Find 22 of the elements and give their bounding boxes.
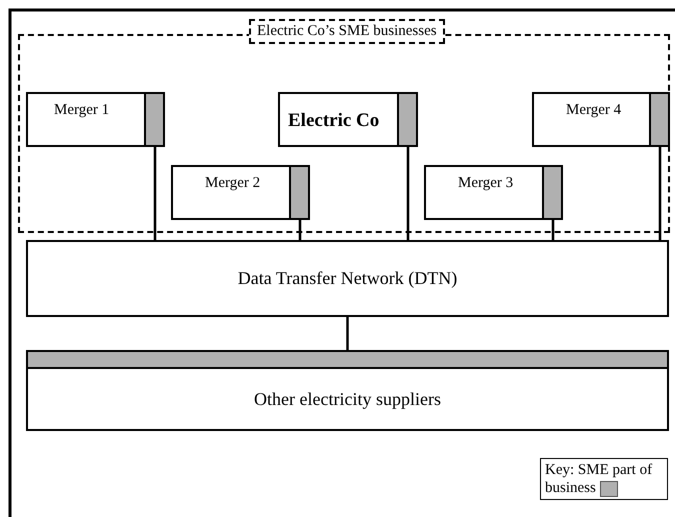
connector-line — [346, 317, 349, 350]
connector-line — [298, 220, 302, 240]
network-box — [26, 240, 669, 317]
supplier-box — [26, 350, 669, 431]
box-label: Data Transfer Network (DTN) — [238, 268, 458, 289]
box-label: Merger 4 — [566, 102, 622, 119]
connector-line — [552, 220, 554, 240]
connector-line — [658, 147, 662, 240]
box-label: Electric Co — [288, 110, 380, 132]
connector-line — [406, 147, 410, 240]
business-box — [171, 165, 310, 220]
business-box — [532, 92, 670, 147]
box-label: Merger 2 — [205, 175, 260, 192]
box-label: Other electricity suppliers — [254, 389, 441, 410]
box-label: Merger 1 — [54, 102, 110, 119]
box-label: Merger 3 — [458, 175, 514, 192]
group-heading: Electric Co’s SME businesses — [249, 19, 445, 44]
business-box — [26, 92, 165, 147]
connector-line — [154, 147, 156, 240]
business-box — [424, 165, 563, 220]
business-box — [278, 92, 418, 147]
legend-text: Key: SME part of business — [545, 462, 652, 496]
